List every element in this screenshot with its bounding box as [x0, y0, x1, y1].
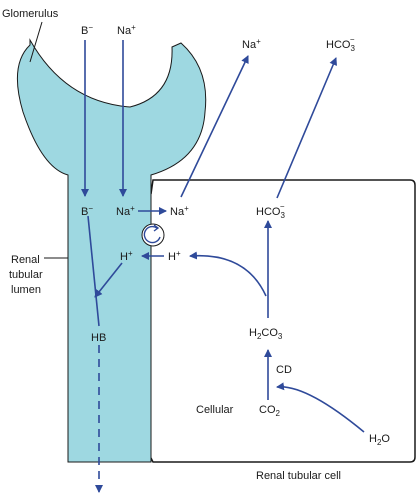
na-plus-top-label: Na+ [117, 23, 136, 37]
na-out-arrow [180, 55, 249, 198]
renal-label-line1: Renal [11, 254, 40, 266]
renal-label-line2: tubular [9, 269, 43, 281]
h2co3-label: H2CO3 [249, 327, 283, 341]
b-to-hb-line [87, 215, 100, 327]
renal-tubular-lumen [16, 38, 207, 463]
h2o-curve-arrow [276, 382, 365, 433]
na-h-exchanger-icon [141, 223, 165, 247]
glomerulus-leader-line [29, 21, 43, 63]
hco3-cell-label: HCO3− [256, 202, 285, 220]
b-minus-lumen-label: B− [81, 204, 93, 218]
hco3-out-arrow [276, 57, 337, 199]
hb-label: HB [91, 332, 106, 344]
na-plus-cell-label: Na+ [170, 204, 189, 218]
na-plus-out-label: Na+ [242, 37, 261, 51]
hco3-out-label: HCO3− [326, 35, 355, 53]
co2-label: CO2 [259, 404, 281, 418]
glomerulus-label: Glomerulus [2, 8, 59, 20]
h2o-label: H2O [369, 433, 390, 447]
cellular-label: Cellular [196, 404, 234, 416]
h-plus-cell-label: H+ [168, 249, 181, 263]
na-plus-lumen-label: Na+ [116, 204, 135, 218]
h-to-hb-arrow [94, 262, 123, 298]
renal-tubular-cell-label: Renal tubular cell [256, 470, 341, 482]
renal-label-line3: lumen [11, 284, 41, 296]
b-minus-top-label: B− [81, 23, 93, 37]
renal-tubular-cell-box [150, 179, 416, 463]
h2co3-to-h-curve-arrow [189, 251, 267, 297]
h-plus-lumen-label: H+ [120, 249, 133, 263]
cd-label: CD [276, 364, 292, 376]
